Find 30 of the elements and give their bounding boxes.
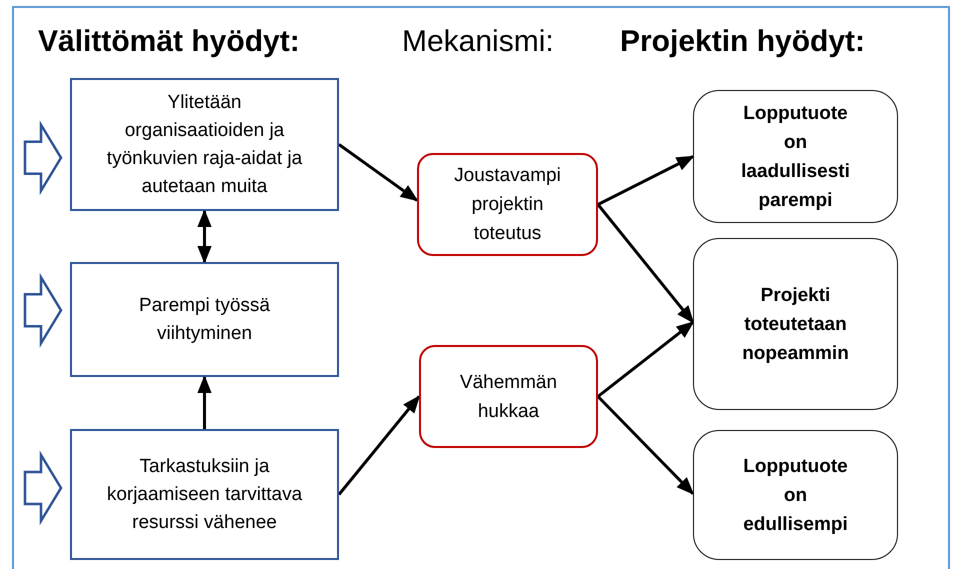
arrow bbox=[197, 375, 212, 429]
block-arrow bbox=[24, 450, 62, 526]
node-text: Ylitetään organisaatioiden ja työnkuvien raja-aidat ja autetaan muita bbox=[106, 90, 304, 198]
mechanism-box bbox=[417, 153, 598, 256]
node-text: Joustavampi projektin toteutus bbox=[453, 164, 562, 246]
node-text: Lopputuote on laadullisesti parempi bbox=[740, 102, 851, 212]
node-text: Parempi työssä viihtyminen bbox=[138, 294, 271, 346]
node-text: Projekti toteutetaan nopeammin bbox=[741, 284, 850, 366]
column-heading: Välittömät hyödyt: bbox=[38, 24, 300, 60]
arrow bbox=[596, 204, 694, 324]
arrow bbox=[597, 321, 694, 398]
node-text: Tarkastuksiin ja korjaamiseen tarvittava resurssi vähenee bbox=[106, 454, 304, 534]
arrow bbox=[197, 209, 212, 264]
block-arrow bbox=[24, 120, 62, 196]
outcome-box bbox=[693, 90, 898, 223]
arrow bbox=[597, 155, 695, 206]
benefit-box bbox=[70, 262, 339, 377]
node-text: Vähemmän hukkaa bbox=[458, 370, 558, 424]
mechanism-box bbox=[419, 345, 598, 448]
node-text: Lopputuote on edullisempi bbox=[742, 454, 849, 536]
column-heading: Mekanismi: bbox=[402, 24, 554, 60]
arrow bbox=[338, 143, 418, 202]
outcome-box bbox=[693, 430, 898, 560]
benefit-box bbox=[70, 78, 339, 211]
outcome-box bbox=[693, 238, 898, 410]
block-arrow bbox=[24, 272, 62, 348]
column-heading: Projektin hyödyt: bbox=[620, 24, 866, 60]
arrow bbox=[338, 395, 420, 496]
benefit-box bbox=[70, 429, 339, 560]
arrow bbox=[596, 395, 694, 495]
